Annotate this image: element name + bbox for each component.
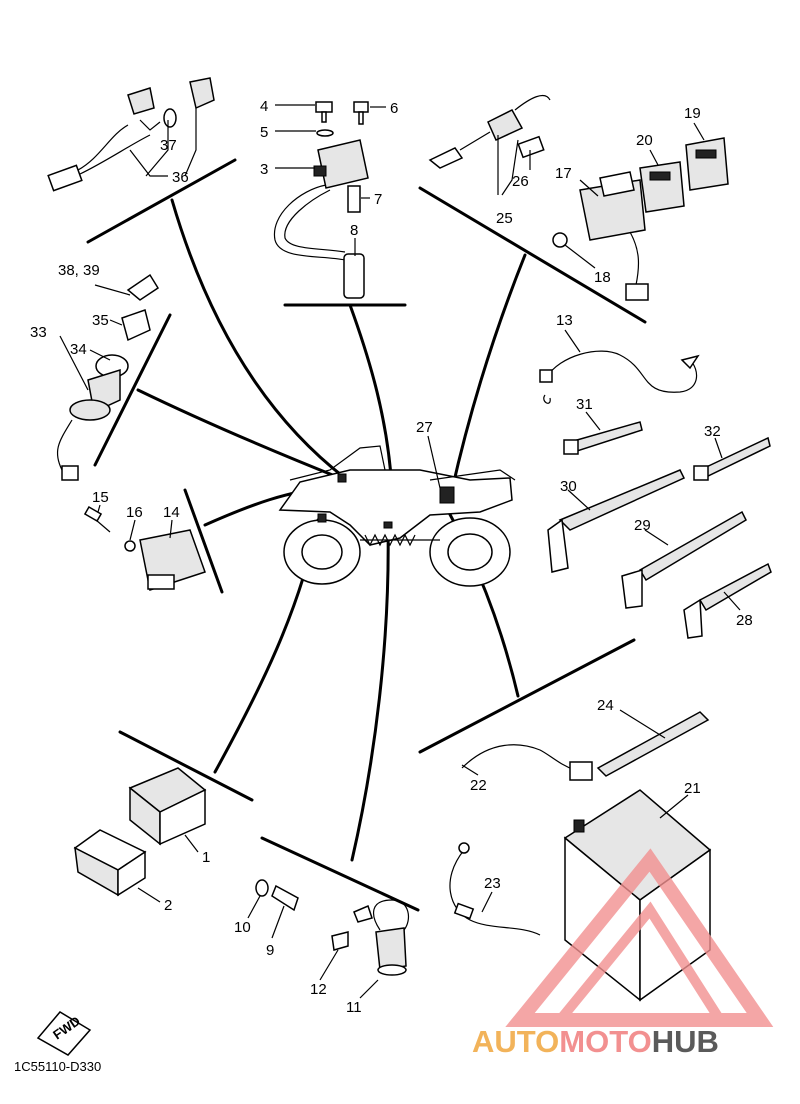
callout-20: 20 <box>636 132 653 149</box>
callout-2: 2 <box>164 897 172 914</box>
rectifier-14 <box>83 506 206 591</box>
callout-1: 1 <box>202 849 210 866</box>
fwd-arrow-icon: FWD <box>36 1011 92 1056</box>
callout-15: 15 <box>92 489 109 506</box>
callout-25: 25 <box>496 210 513 227</box>
callout-16: 16 <box>126 504 143 521</box>
callout-26: 26 <box>512 173 529 190</box>
sensor-25 <box>428 95 551 169</box>
ignition-coil-group <box>273 101 369 299</box>
callout-30: 30 <box>560 478 577 495</box>
cable-ties <box>547 421 772 639</box>
callout-6: 6 <box>390 100 398 117</box>
callout-lines <box>59 104 741 999</box>
callout-14: 14 <box>163 504 180 521</box>
callout-36: 36 <box>172 169 189 186</box>
callout-34: 34 <box>70 341 87 358</box>
relays-17-20 <box>552 137 729 301</box>
atv-illustration <box>278 445 516 587</box>
callout-38-39: 38, 39 <box>58 262 100 279</box>
wire-13 <box>539 350 700 404</box>
watermark-part3: HUB <box>652 1024 719 1059</box>
callout-28: 28 <box>736 612 753 629</box>
callout-3: 3 <box>260 161 268 178</box>
callout-35: 35 <box>92 312 109 329</box>
main-switch-33 <box>57 273 160 481</box>
watermark-part1: AUTO <box>472 1024 559 1059</box>
callout-31: 31 <box>576 396 593 413</box>
callout-17: 17 <box>555 165 572 182</box>
switch-9 <box>255 879 410 976</box>
group-brackets <box>86 158 647 912</box>
watermark-logo <box>505 848 774 1027</box>
callout-13: 13 <box>556 312 573 329</box>
svg-text:AUTOMOTOHUB: AUTOMOTOHUB <box>472 1024 719 1059</box>
callout-21: 21 <box>684 780 701 797</box>
callout-37: 37 <box>160 137 177 154</box>
callout-22: 22 <box>470 777 487 794</box>
callout-numbers: 1 2 3 4 5 6 7 8 9 10 11 12 13 14 15 16 1… <box>30 98 753 1016</box>
callout-5: 5 <box>260 124 268 141</box>
callout-18: 18 <box>594 269 611 286</box>
callout-27: 27 <box>416 419 433 436</box>
callout-9: 9 <box>266 942 274 959</box>
watermark-text: AUTOMOTOHUB <box>472 1024 719 1059</box>
callout-12: 12 <box>310 981 327 998</box>
callout-11: 11 <box>346 999 362 1016</box>
callout-19: 19 <box>684 105 701 122</box>
callout-8: 8 <box>350 222 358 239</box>
wire-harness-36 <box>47 77 215 192</box>
watermark-part2: MOTO <box>559 1024 651 1059</box>
callout-24: 24 <box>597 697 614 714</box>
callout-10: 10 <box>234 919 251 936</box>
callout-33: 33 <box>30 324 47 341</box>
callout-4: 4 <box>260 98 268 115</box>
callout-23: 23 <box>484 875 501 892</box>
diagram-code: 1C55110-D330 <box>14 1059 101 1074</box>
callout-32: 32 <box>704 423 721 440</box>
callout-29: 29 <box>634 517 651 534</box>
callout-7: 7 <box>374 191 382 208</box>
cdi-unit-1 <box>73 767 207 897</box>
